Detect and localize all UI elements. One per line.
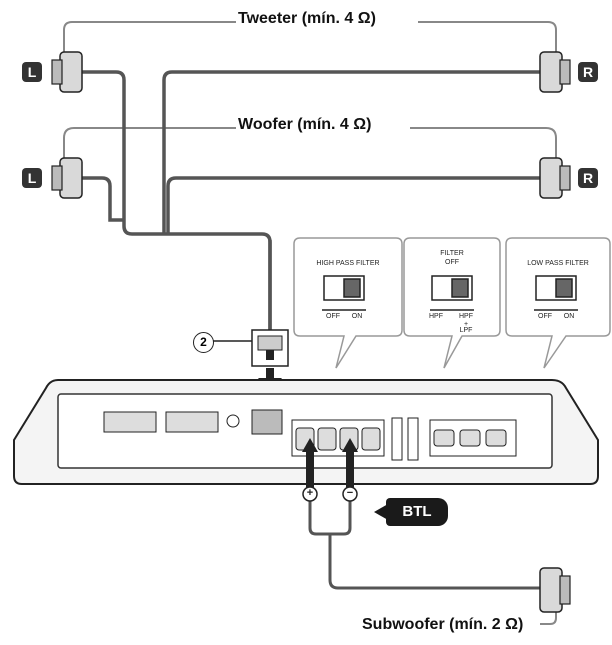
polarity-markers: [302, 486, 358, 502]
filter-callouts: [293, 237, 611, 369]
btl-pointer: [374, 504, 388, 520]
label-leader-lines: [63, 21, 557, 625]
filter-title: FILTER: [440, 250, 464, 257]
filter-off: OFF: [445, 259, 459, 266]
filter-hpf-left: HPF: [429, 313, 443, 320]
btl-badge: BTL: [386, 498, 448, 526]
woofer-label: Woofer (mín. 4 Ω): [238, 116, 372, 134]
connector-plug: [212, 329, 289, 367]
filter-plus: +: [463, 321, 469, 328]
woofer-right-speaker: [539, 157, 571, 199]
filter-lpf: LPF: [459, 327, 473, 334]
low-pass-on: ON: [563, 313, 575, 320]
tweeter-right-badge: R: [578, 62, 598, 82]
terminal-arrows: [302, 438, 358, 488]
low-pass-off: OFF: [538, 313, 552, 320]
high-pass-off: OFF: [326, 313, 340, 320]
tweeter-left-badge: L: [22, 62, 42, 82]
high-pass-title: HIGH PASS FILTER: [316, 260, 380, 267]
filter-switches: [322, 275, 578, 311]
filter-hpf-right: HPF: [459, 313, 473, 320]
tweeter-label: Tweeter (mín. 4 Ω): [238, 10, 376, 28]
tweeter-right-speaker: [539, 51, 571, 93]
subwoofer-speaker: [539, 567, 571, 613]
woofer-right-badge: R: [578, 168, 598, 188]
woofer-left-speaker: [51, 157, 83, 199]
plus-sign: +: [306, 487, 314, 499]
speaker-wires: [82, 70, 540, 330]
step-number: 2: [193, 332, 214, 353]
minus-sign: −: [346, 487, 354, 499]
high-pass-on: ON: [351, 313, 363, 320]
tweeter-left-speaker: [51, 51, 83, 93]
subwoofer-wires: [308, 500, 540, 590]
low-pass-title: LOW PASS FILTER: [527, 260, 589, 267]
subwoofer-label: Subwoofer (mín. 2 Ω): [362, 616, 524, 634]
woofer-left-badge: L: [22, 168, 42, 188]
